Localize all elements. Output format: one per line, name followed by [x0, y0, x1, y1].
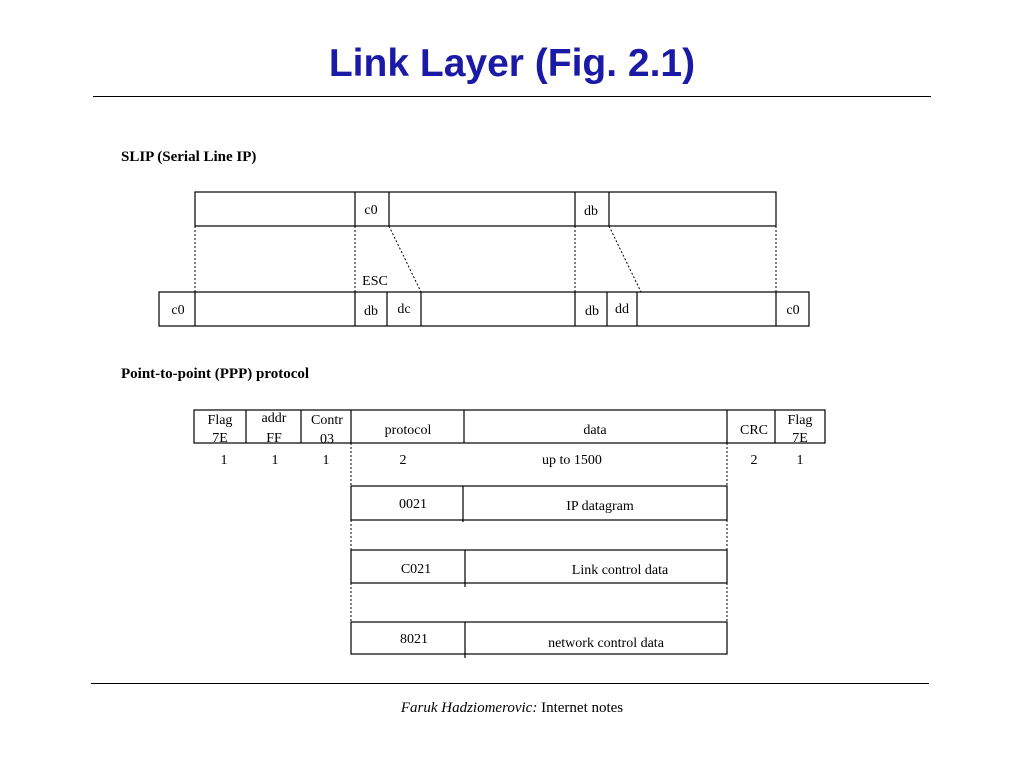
ppp-flag-end-line2: 7E	[792, 431, 808, 446]
ppp-data-label: data	[583, 423, 607, 438]
slip-bottom-c0-start: c0	[171, 303, 184, 318]
slip-bottom-dd: dd	[615, 302, 629, 317]
page-title: Link Layer (Fig. 2.1)	[328, 42, 696, 85]
ppp-size-protocol: 2	[400, 453, 407, 468]
slip-mapping-lines	[194, 225, 777, 293]
slip-heading: SLIP (Serial Line IP)	[121, 149, 257, 165]
slip-bottom-dc: dc	[397, 302, 410, 317]
ppp-size-flag-end: 1	[797, 453, 804, 468]
ppp-addr-line1: addr	[262, 411, 287, 426]
ppp-row-code: 8021	[400, 632, 428, 647]
ppp-protocol-row	[350, 485, 728, 522]
ppp-addr-line2: FF	[266, 431, 282, 446]
slip-top-db: db	[584, 204, 598, 219]
slip-top-c0: c0	[364, 203, 377, 218]
ppp-row-code: C021	[401, 562, 431, 577]
ppp-protocol-row	[350, 621, 728, 658]
ppp-flag-end-line1: Flag	[788, 413, 813, 428]
slip-top-frame	[194, 191, 777, 227]
footer-divider	[91, 683, 929, 684]
ppp-size-crc: 2	[751, 453, 758, 468]
footer: Faruk Hadziomerovic: Internet notes	[0, 700, 1024, 717]
slip-esc-label: ESC	[362, 274, 388, 289]
slip-bottom-frame	[158, 291, 810, 327]
ppp-flag-start-line2: 7E	[212, 431, 228, 446]
ppp-frame	[193, 409, 826, 444]
ppp-contr-line2: 03	[320, 432, 334, 447]
ppp-flag-start-line1: Flag	[208, 413, 233, 428]
ppp-crc-label: CRC	[740, 423, 768, 438]
title-divider	[93, 96, 931, 97]
slip-bottom-c0-end: c0	[786, 303, 799, 318]
ppp-protocol-row	[350, 549, 728, 587]
ppp-row-description: Link control data	[572, 563, 669, 578]
ppp-row-code: 0021	[399, 497, 427, 512]
ppp-size-flag-start: 1	[221, 453, 228, 468]
ppp-row-description: network control data	[548, 636, 665, 651]
ppp-contr-line1: Contr	[311, 413, 343, 428]
ppp-size-addr: 1	[272, 453, 279, 468]
ppp-size-contr: 1	[323, 453, 330, 468]
ppp-dotted-guides	[350, 443, 728, 622]
footer-text: Internet notes	[541, 700, 624, 716]
ppp-heading: Point-to-point (PPP) protocol	[121, 366, 310, 382]
ppp-size-data: up to 1500	[542, 453, 602, 468]
slip-bottom-db-2: db	[585, 304, 599, 319]
footer-author: Faruk Hadziomerovic:	[400, 700, 538, 716]
ppp-protocol-label: protocol	[385, 423, 432, 438]
slip-bottom-db-1: db	[364, 304, 378, 319]
ppp-row-description: IP datagram	[566, 499, 634, 514]
